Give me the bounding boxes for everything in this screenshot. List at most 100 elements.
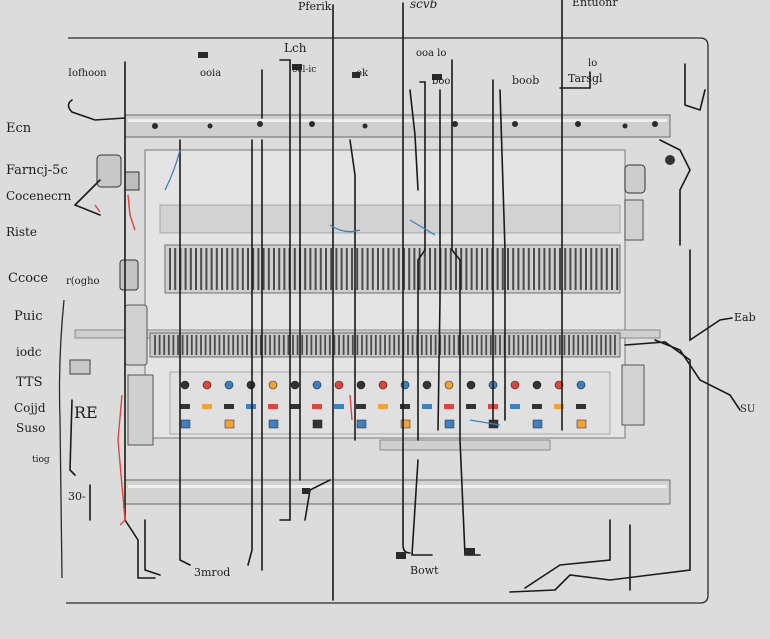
component-resistor: [532, 404, 542, 409]
wire: [179, 139, 191, 566]
left-fuse-block: [119, 259, 139, 291]
label-left-2: Farncj-5c: [6, 163, 68, 178]
component-cap: [576, 419, 587, 429]
component-led: [246, 380, 256, 390]
component-led: [466, 380, 476, 390]
label-upper-9: boob: [512, 74, 539, 87]
label-upper-4: Iofhoon: [68, 68, 107, 79]
label-top-1: Pferik: [298, 0, 332, 13]
component-led: [290, 380, 300, 390]
wire: [402, 2, 411, 554]
blue-wire: [409, 219, 436, 236]
component-cap: [400, 419, 411, 429]
rail-terminal: [207, 123, 213, 129]
red-wire: [94, 204, 101, 213]
label-left-11: Suso: [16, 421, 45, 435]
label-left-3: Cocenecrn: [6, 189, 72, 203]
red-wires: [94, 194, 353, 526]
label-upper-1: Lch: [284, 41, 307, 55]
label-upper-8: boo: [432, 76, 450, 87]
component-resistor: [554, 404, 564, 409]
left-switch-block: [127, 374, 154, 446]
wire: [144, 519, 161, 576]
component-cap: [312, 419, 323, 429]
component-led: [334, 380, 344, 390]
bar-array-2-ticks: [154, 335, 616, 355]
component-row: [180, 380, 587, 429]
top-rail-highlight: [128, 119, 667, 122]
plug: [198, 52, 208, 58]
right-relay: [621, 364, 645, 426]
label-left-5: Ccoce: [8, 271, 48, 286]
right-connector: [624, 164, 646, 194]
component-panel: [169, 371, 611, 435]
rail-terminal: [575, 121, 581, 127]
wire: [559, 71, 591, 89]
label-left-8: iodc: [16, 345, 42, 359]
wire: [437, 89, 441, 431]
component-led: [312, 380, 322, 390]
wire: [524, 519, 611, 589]
component-led: [444, 380, 454, 390]
wire: [684, 63, 706, 112]
plug: [352, 72, 360, 78]
component-cap: [356, 419, 367, 429]
rail-terminal: [622, 123, 628, 129]
component-led: [202, 380, 212, 390]
label-left-14: 30-: [68, 490, 86, 503]
component-cap: [532, 419, 543, 429]
wire: [409, 89, 419, 191]
wire: [411, 81, 433, 556]
component-resistor: [246, 404, 256, 409]
wire: [67, 99, 126, 121]
label-upper-6: ocl-ic: [292, 65, 316, 75]
blue-wire: [164, 149, 181, 191]
blue-wires: [164, 149, 501, 426]
top-rail: [124, 114, 671, 138]
label-top-3: Entuonr: [572, 0, 618, 9]
outer-frame: [66, 37, 709, 604]
component-cap: [444, 419, 455, 429]
plug: [465, 548, 475, 555]
labels: Pferik scvb Entuonr Lch ooa lo lo Iofhoo…: [6, 0, 756, 579]
label-right-2: SU: [740, 404, 755, 415]
rail-terminal: [652, 121, 658, 127]
left-connector-top: [96, 154, 122, 188]
wire: [689, 249, 733, 342]
component-led: [422, 380, 432, 390]
label-left-1: Ecn: [6, 121, 32, 136]
label-upper-2: ooa lo: [416, 48, 446, 59]
label-left-4: Riste: [6, 225, 37, 239]
rail-terminal: [452, 121, 458, 127]
blue-wire: [469, 419, 501, 426]
component-cap: [268, 419, 279, 429]
component-resistor: [510, 404, 520, 409]
wire: [349, 139, 356, 441]
rail-terminal: [257, 121, 263, 127]
label-left-10: Cojjd: [14, 401, 46, 415]
component-resistor: [444, 404, 454, 409]
component-resistor: [180, 404, 190, 409]
component-resistor: [422, 404, 432, 409]
label-right-1: Eab: [734, 311, 756, 324]
component-resistor: [334, 404, 344, 409]
component-led: [532, 380, 542, 390]
wire: [73, 179, 101, 216]
red-wire: [349, 394, 353, 421]
plug: [396, 552, 406, 559]
lower-bus-bar: [379, 439, 551, 451]
wire: [499, 89, 506, 421]
label-upper-10: Tarsgl: [568, 72, 603, 85]
plug: [432, 74, 442, 80]
left-relay-block: [124, 304, 148, 366]
wire: [69, 399, 76, 476]
label-bottom-1: 3mrod: [194, 566, 230, 579]
wire: [509, 341, 691, 593]
component-led: [554, 380, 564, 390]
label-upper-5: ooia: [200, 68, 221, 79]
left-frame-line: [58, 299, 65, 579]
component-cap: [224, 419, 235, 429]
component-resistor: [268, 404, 278, 409]
